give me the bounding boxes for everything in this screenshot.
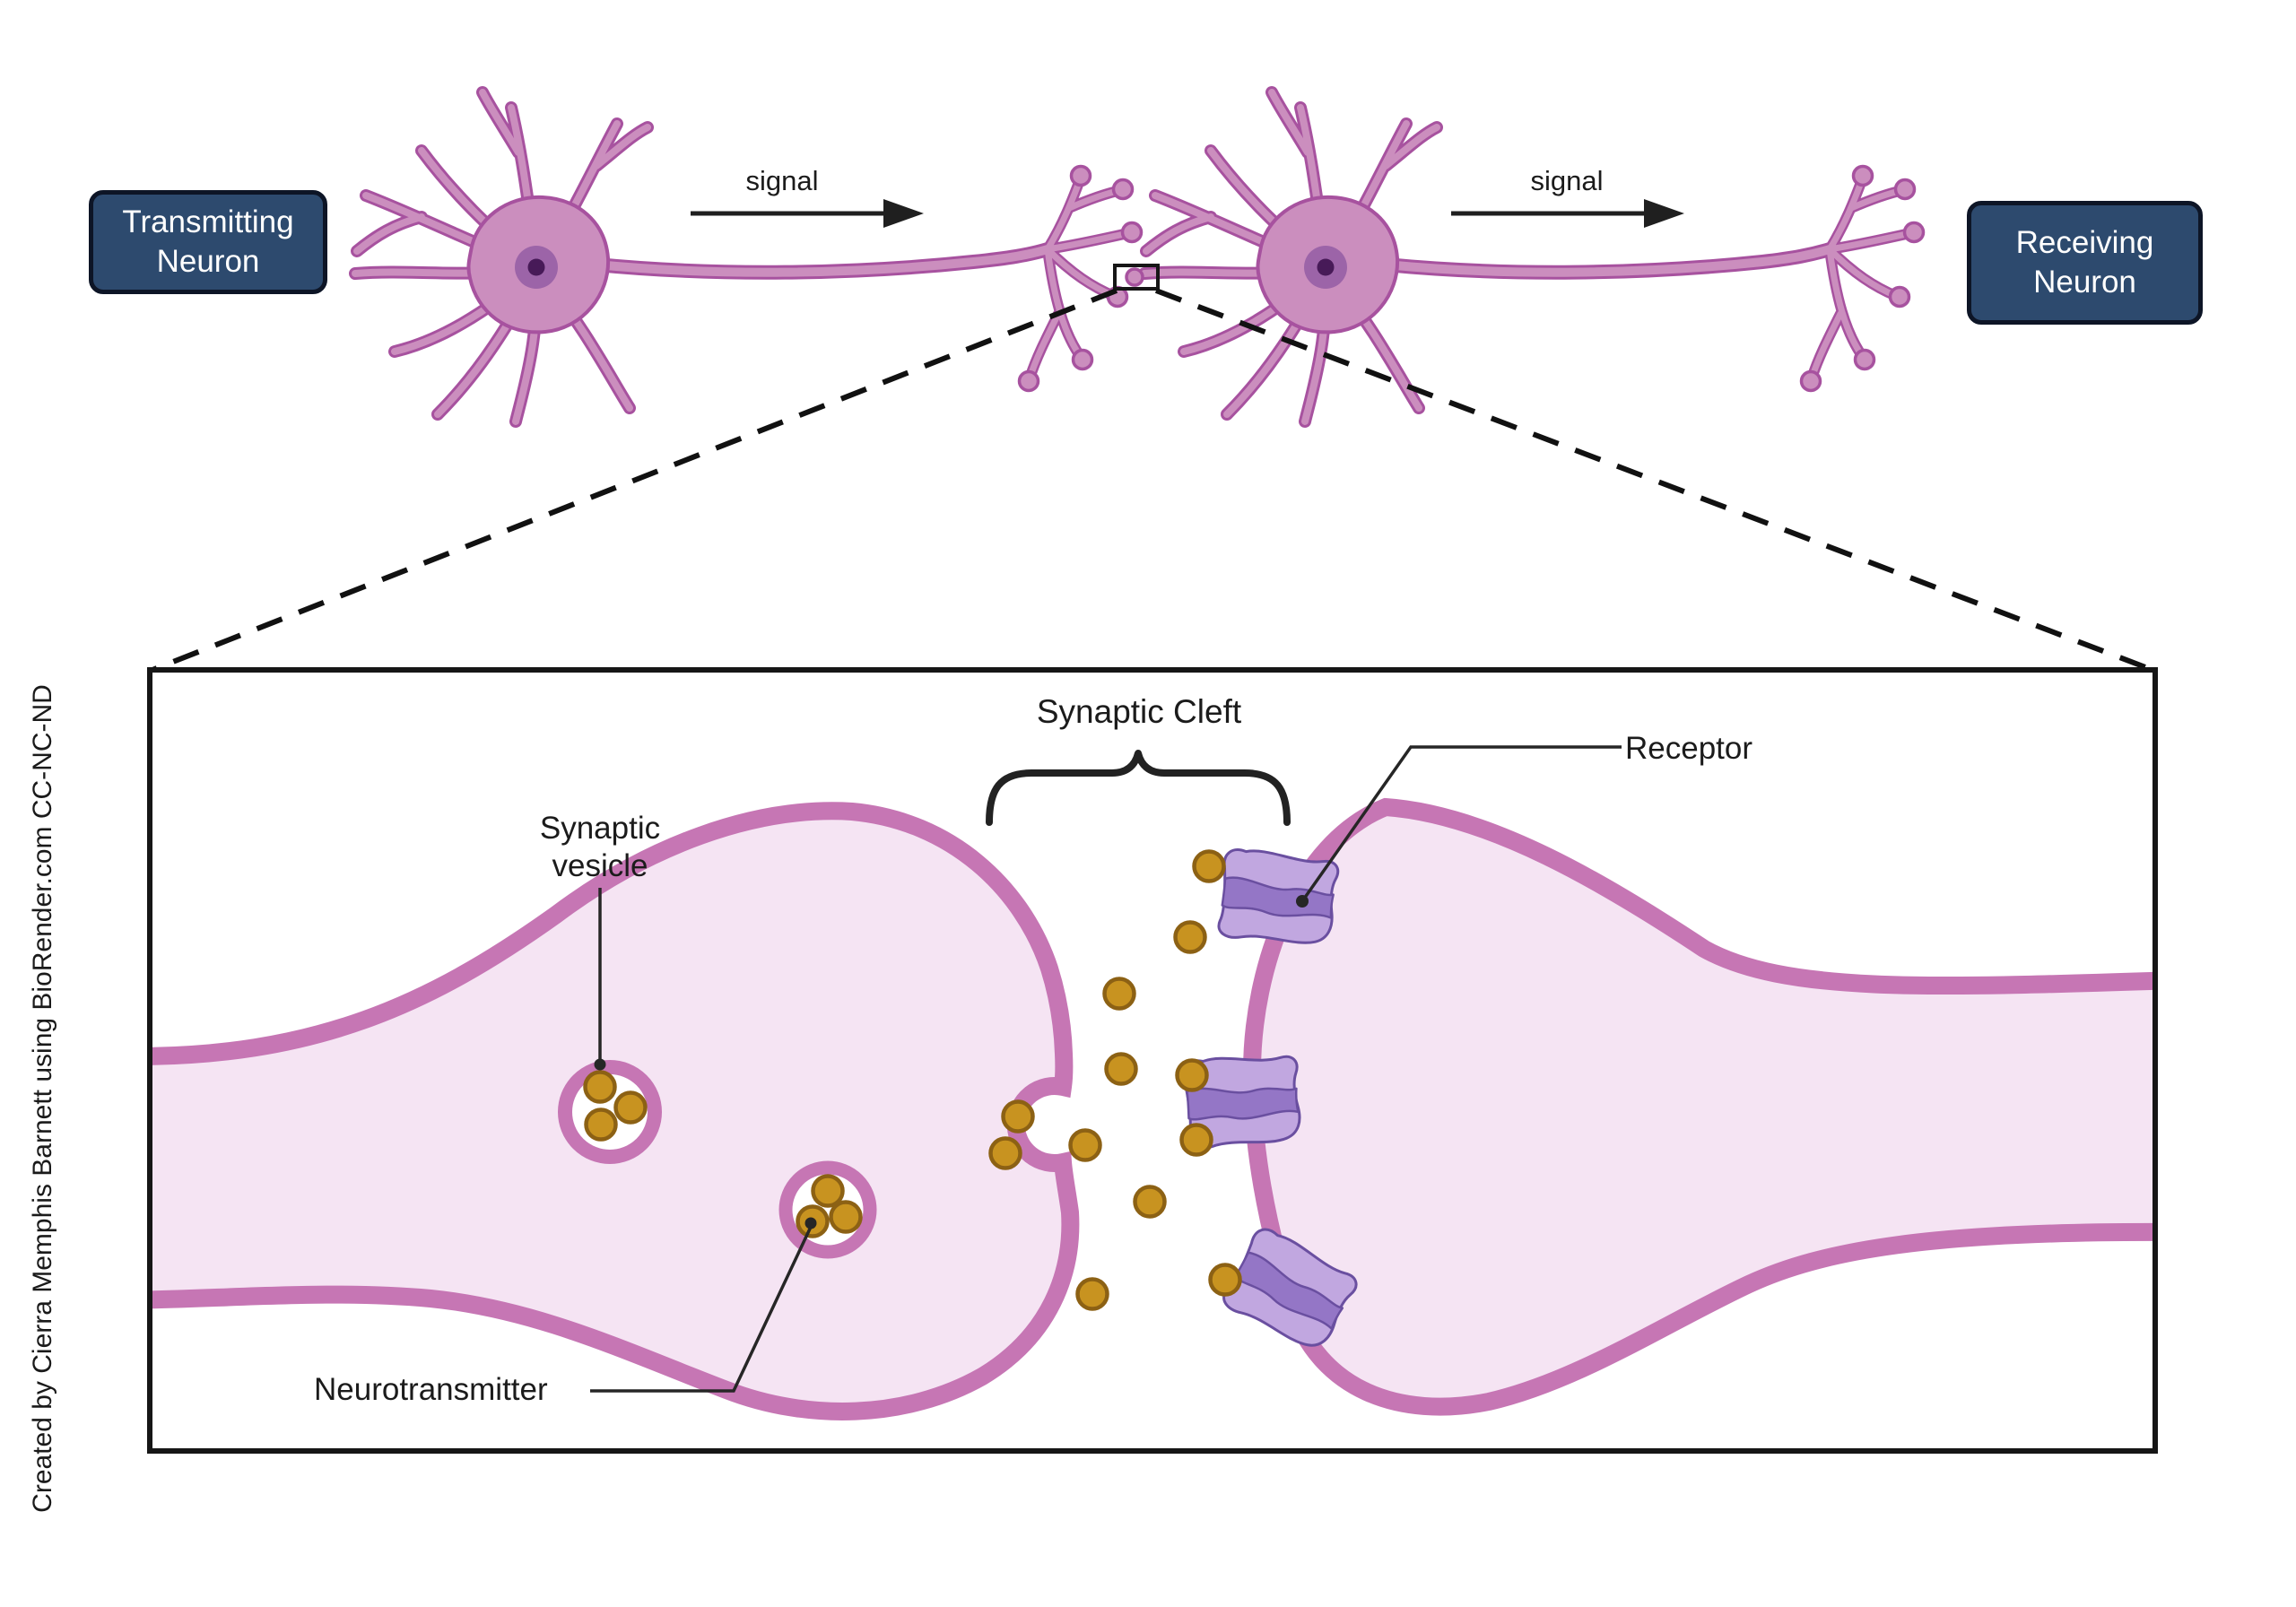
neurotransmitter-dot — [583, 1070, 617, 1104]
receptor-leader — [1296, 745, 1622, 908]
neurotransmitter-dot — [1068, 1128, 1102, 1162]
neurotransmitter-dot — [829, 1200, 863, 1234]
signal-label-left: signal — [745, 165, 819, 196]
synaptic-cleft-label: Synaptic Cleft — [1036, 693, 1242, 730]
axon-terminal-boutons — [1017, 164, 1144, 393]
nucleolus — [1317, 258, 1335, 276]
neurotransmitter-dot — [1133, 1185, 1167, 1219]
zoom-source-rect — [1113, 264, 1160, 291]
zoom-dashed-lines — [151, 288, 2154, 673]
attribution-text: Created by Cierra Memphis Barnett using … — [28, 684, 57, 1513]
synaptic-vesicle-2 — [778, 1160, 877, 1259]
receiving-neuron — [1138, 86, 1926, 428]
signal-arrow-right — [1451, 199, 1684, 228]
receptor-1 — [1213, 845, 1342, 952]
neurotransmitter-dot — [1001, 1099, 1035, 1134]
neurotransmitter-dot — [1175, 1058, 1209, 1092]
fusing-vesicle — [988, 1099, 1035, 1170]
signal-label-right: signal — [1530, 165, 1604, 196]
neurotransmitter-dot — [1179, 1123, 1213, 1157]
neurotransmitter-dot — [1192, 849, 1226, 883]
neurotransmitter-dot — [1102, 977, 1136, 1011]
synapse-site — [1125, 267, 1144, 287]
postsynaptic-terminal — [1242, 797, 2154, 1416]
neurotransmitter-dot — [613, 1090, 648, 1125]
nucleolus — [527, 258, 545, 276]
neurotransmitter-dot — [1208, 1263, 1242, 1297]
neurotransmitter-dot — [1173, 920, 1207, 954]
neurotransmitter-dots — [1068, 849, 1242, 1311]
signal-arrow-left — [691, 199, 924, 228]
neurotransmitter-dot — [811, 1174, 845, 1208]
transmitting-neuron-label: Transmitting Neuron — [89, 190, 327, 294]
neurotransmitter-leader — [590, 1217, 817, 1393]
synaptic-vesicle-1 — [558, 1060, 662, 1164]
neurotransmitter-dot — [584, 1108, 618, 1142]
neurotransmitter-dot — [1075, 1277, 1109, 1311]
transmitting-neuron — [349, 86, 1144, 428]
neurotransmitter-dot — [1104, 1052, 1138, 1086]
synaptic-vesicle-label: Synaptic vesicle — [539, 811, 661, 883]
receiving-neuron-label: Receiving Neuron — [1967, 201, 2203, 325]
neurotransmitter-dot — [988, 1136, 1022, 1170]
synaptic-cleft-brace — [986, 750, 1291, 826]
axon-terminal-boutons — [1799, 164, 1926, 393]
neurotransmitter-label: Neurotransmitter — [314, 1372, 548, 1407]
receptor-label: Receptor — [1625, 731, 1753, 766]
inset-box — [147, 667, 2158, 1454]
synaptic-vesicle-leader — [594, 888, 606, 1071]
